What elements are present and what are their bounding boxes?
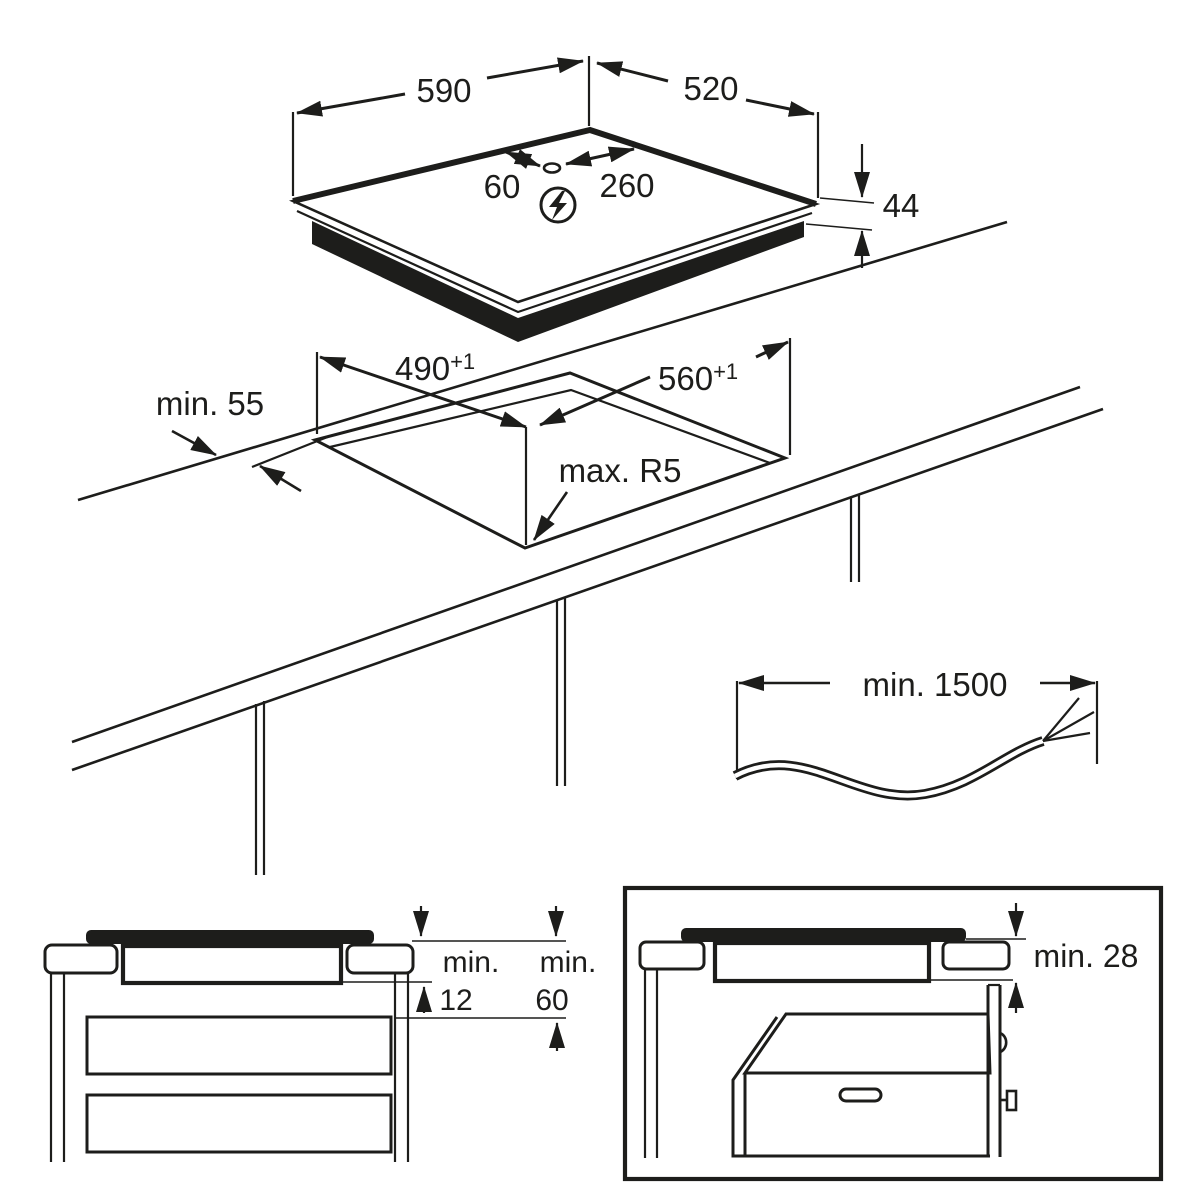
hob-body — [312, 221, 804, 342]
glass-back-edges — [292, 126, 817, 207]
dim-cutout-width: 560+1 — [539, 338, 792, 455]
adjustment-knob — [1005, 1089, 1018, 1112]
cutout-width-tolerance: +1 — [713, 359, 738, 384]
dim-rear-clearance: min. 55 — [156, 385, 331, 493]
oven-hinge — [999, 1031, 1008, 1054]
gap1-min-label: min. — [443, 946, 500, 979]
mains-cable-view: min. 1500 — [732, 666, 1099, 801]
dim-line — [745, 98, 815, 117]
ext-line — [819, 197, 875, 204]
dim-hob-width: 590 — [296, 57, 584, 117]
gap2-min-label: min. — [540, 946, 597, 979]
arrow — [532, 491, 569, 541]
oven-drawing — [731, 983, 1018, 1158]
oven-clearance-label: min. 28 — [1034, 938, 1139, 974]
gap1-value: 12 — [439, 984, 472, 1017]
cutout-width-value: 560 — [658, 360, 713, 397]
dim-corner-radius: max. R5 — [524, 427, 682, 545]
hob-body-section — [712, 940, 932, 984]
cutout-depth-tolerance: +1 — [450, 349, 475, 374]
inlet-to-back-label: 60 — [484, 168, 521, 205]
cable-drawing — [732, 697, 1095, 801]
glass-underside-line — [296, 209, 813, 314]
oven-handle — [838, 1087, 883, 1103]
dim-line — [486, 57, 584, 80]
arrow — [171, 429, 217, 457]
cutout-depth-value: 490 — [395, 350, 450, 387]
worktop-front-bottom-edge — [71, 407, 1104, 772]
drawer-section-view: min. 12 min. 60 — [43, 906, 597, 1162]
cutout-inner-wall — [329, 388, 771, 465]
dim-cutout-depth: 490+1 — [315, 349, 527, 434]
arrow — [259, 464, 302, 493]
cutout-opening — [310, 371, 790, 550]
worktop-right — [941, 940, 1011, 971]
cable-length-label: min. 1500 — [863, 666, 1008, 703]
drawer-lower — [85, 1093, 393, 1154]
hob-body-section — [120, 943, 344, 986]
ext-line — [805, 223, 873, 231]
oven-outer-edge — [731, 1016, 990, 1158]
dim-line — [296, 92, 406, 117]
hob-top-view: 590 520 60 260 44 — [77, 56, 1008, 502]
cutout-width-label: 560+1 — [658, 359, 738, 397]
corner-radius-label: max. R5 — [559, 452, 682, 489]
oven-section-view: min. 28 — [622, 885, 1164, 1182]
hob-depth-label: 520 — [683, 70, 738, 107]
ext-line — [251, 434, 331, 469]
cutout-depth-label: 490+1 — [395, 349, 475, 387]
worktop-edge-line — [77, 220, 1008, 502]
lower-worktop — [71, 385, 1104, 875]
dim-hob-height: 44 — [805, 144, 920, 268]
hob-width-label: 590 — [416, 72, 471, 109]
section-frame — [622, 885, 1164, 1182]
dim-power-inlet: 60 260 — [484, 146, 655, 224]
worktop-cutout-view: 490+1 560+1 max. R5 min. 55 — [71, 338, 1104, 875]
oven-control-panel — [742, 1012, 992, 1075]
hob-glass-section — [681, 928, 966, 942]
inlet-to-side-label: 260 — [599, 167, 654, 204]
worktop-right — [345, 943, 415, 975]
cable-entry-hole — [542, 162, 562, 174]
dim-line — [596, 61, 669, 83]
dim-line — [755, 340, 789, 360]
worktop-left — [43, 943, 119, 975]
drawer-upper — [85, 1015, 393, 1076]
lightning-icon — [539, 186, 577, 224]
dim-line — [505, 149, 541, 169]
worktop-front-top-edge — [71, 385, 1081, 744]
dim-hob-depth: 520 — [596, 61, 815, 117]
gap2-value: 60 — [535, 984, 568, 1017]
rear-clearance-label: min. 55 — [156, 385, 264, 422]
dim-line — [539, 375, 651, 427]
hob-glass-section — [86, 930, 374, 944]
worktop-left — [638, 940, 706, 971]
hob-height-label: 44 — [883, 187, 920, 224]
dim-line — [565, 146, 635, 167]
dim-oven-clearance: min. 28 — [931, 903, 1138, 1013]
dim-line — [319, 355, 527, 429]
